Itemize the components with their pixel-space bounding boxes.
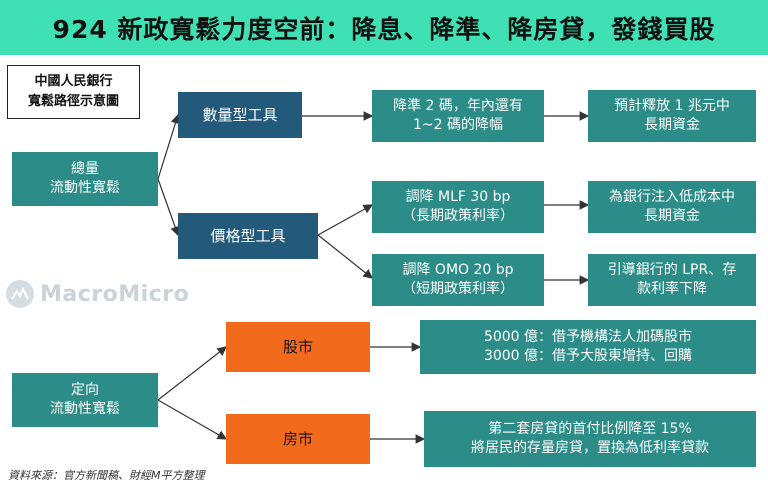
node-mlf-cut-line-2: （長期政策利率） [402,208,514,224]
node-mlf-result-line-2: 長期資金 [644,208,700,224]
node-rrr-cut: 降準 2 碼，年內還有 1~2 碼的降幅 [372,90,544,142]
node-rrr-result-line-2: 長期資金 [644,117,700,133]
node-housing-market: 房市 [226,414,370,464]
edge-price-omo [317,234,373,279]
node-housing-detail-line-1: 第二套房貸的首付比例降至 15% [488,421,692,437]
source-note: 資料來源：官方新聞稿、財經M平方整理 [8,469,205,482]
watermark-text: MacroMicro [40,281,190,307]
node-stock-detail-line-2: 3000 億：借予大股東增持、回購 [483,348,693,364]
node-omo-result-line-1: 引導銀行的 LPR、存 [607,262,737,278]
node-total-liquidity-line-1: 總量 [71,161,99,177]
node-rrr-cut-line-2: 1~2 碼的降幅 [413,117,503,133]
node-stock-market-label: 股市 [282,337,313,356]
node-rrr-cut-line-1: 降準 2 碼，年內還有 [393,98,523,114]
node-rrr-result: 預計釋放 1 兆元中 長期資金 [588,90,756,142]
header-banner: 924 新政寬鬆力度空前：降息、降準、降房貸，發錢買股 [0,0,768,55]
node-quantity-tool: 數量型工具 [178,92,302,138]
page-title: 924 新政寬鬆力度空前：降息、降準、降房貸，發錢買股 [52,14,716,44]
node-price-tool: 價格型工具 [178,213,318,259]
edge-total-price [157,178,180,237]
node-total-liquidity-line-2: 流動性寬鬆 [50,180,120,196]
node-mlf-result: 為銀行注入低成本中 長期資金 [588,181,756,233]
node-stock-detail-line-1: 5000 億：借予機構法人加碼股市 [483,329,693,345]
node-price-tool-label: 價格型工具 [210,226,286,245]
edge-price-mlf [317,204,374,236]
node-total-liquidity: 總量 流動性寬鬆 [12,152,158,206]
diagram-canvas: 中國人民銀行 寬鬆路徑示意圖 總量 流動性寬鬆 數量型工具 價格型工具 降準 2… [0,55,768,490]
node-targeted-liquidity-line-1: 定向 [71,382,99,398]
edge-targeted-housing [157,399,228,440]
node-omo-result: 引導銀行的 LPR、存 款利率下降 [588,254,756,306]
node-mlf-cut: 調降 MLF 30 bp （長期政策利率） [372,181,544,233]
node-quantity-tool-label: 數量型工具 [202,105,278,124]
edge-targeted-stock [157,346,227,401]
node-rrr-result-line-1: 預計釋放 1 兆元中 [614,98,730,114]
node-targeted-liquidity-line-2: 流動性寬鬆 [50,401,120,417]
node-mlf-result-line-1: 為銀行注入低成本中 [609,189,735,205]
node-targeted-liquidity: 定向 流動性寬鬆 [12,373,158,427]
node-mlf-cut-line-1: 調降 MLF 30 bp [405,189,511,205]
node-stock-detail: 5000 億：借予機構法人加碼股市 3000 億：借予大股東增持、回購 [420,320,756,374]
connector-lines [157,111,590,444]
macromicro-logo-icon [6,280,34,308]
legend-line-2: 寬鬆路徑示意圖 [27,94,119,109]
watermark: MacroMicro [6,280,189,308]
node-omo-cut-line-2: （短期政策利率） [402,281,514,297]
node-stock-market: 股市 [226,322,370,372]
legend-line-1: 中國人民銀行 [34,74,113,89]
node-housing-detail: 第二套房貸的首付比例降至 15% 將居民的存量房貸，置換為低利率貸款 [424,411,756,467]
edge-total-quantity [157,113,181,180]
node-housing-detail-line-2: 將居民的存量房貸，置換為低利率貸款 [471,440,709,456]
diagram-legend: 中國人民銀行 寬鬆路徑示意圖 [7,65,140,119]
node-omo-cut: 調降 OMO 20 bp （短期政策利率） [372,254,544,306]
node-omo-result-line-2: 款利率下降 [637,281,707,297]
node-omo-cut-line-1: 調降 OMO 20 bp [402,262,514,278]
node-housing-market-label: 房市 [282,429,313,448]
